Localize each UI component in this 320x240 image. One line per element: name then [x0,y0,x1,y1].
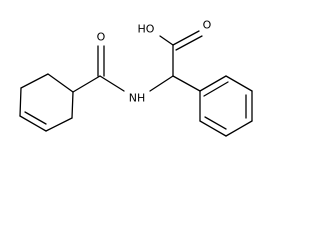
carboxylic-acid-group [159,30,203,77]
ring-bond-c4-c5 [19,115,47,132]
structure-canvas: HO O NH O [19,18,253,137]
molecule-diagram: HO O NH O [19,19,253,137]
bond-ring-to-carbonyl [72,75,101,93]
hydroxyl-label: HO [138,23,155,36]
cyclohexene-ring [19,73,74,132]
phenyl-bond-1 [199,75,227,92]
phenyl-bond-4 [225,120,253,137]
ring-bond-c1-c2 [47,73,74,93]
ring-bond-c3-c4 [19,87,22,117]
bond-alpha-to-phenyl [172,75,201,92]
ring-bond-c5-c6 [45,117,73,132]
phenyl-ring [172,75,253,137]
ring-bond-c2-c3 [20,73,49,89]
acid-carbonyl-bond-2 [175,35,203,51]
amide-group [72,45,174,93]
bond-nitrogen-to-alpha-carbon [149,75,174,92]
acid-carbonyl-oxygen-label: O [203,19,212,32]
atom-labels: HO O NH O [97,19,212,105]
phenyl-bond-5 [199,120,227,137]
ring-bond-c4-c5-inner [24,111,47,125]
amide-carbonyl-oxygen-label: O [97,31,106,44]
phenyl-bond-5-inner [204,116,227,130]
phenyl-bond-1-inner [203,81,229,97]
ring-bond-c6-c1 [71,91,74,119]
phenyl-bond-2 [225,75,253,92]
bond-carbonyl-to-nitrogen [99,75,125,92]
amine-label: NH [129,92,146,105]
bond-acid-carbon-to-hydroxyl [159,35,174,46]
acid-carbonyl-bond-1 [172,30,200,46]
